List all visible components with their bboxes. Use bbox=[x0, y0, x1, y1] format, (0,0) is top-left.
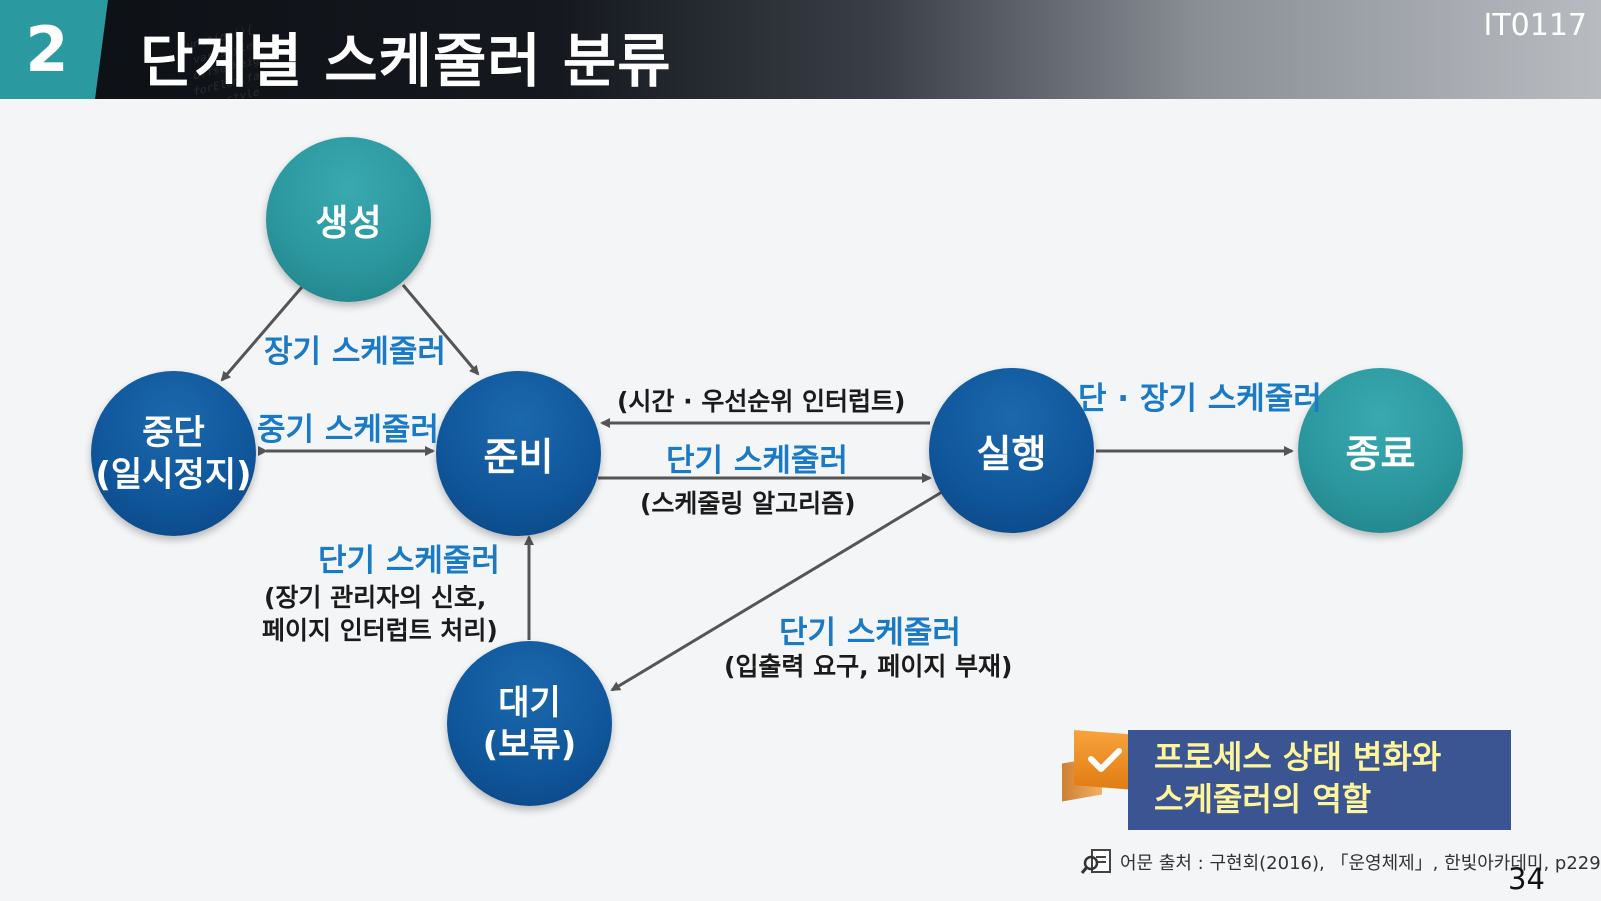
node-create-label: 생성 bbox=[315, 202, 382, 244]
callout-box: 프로세스 상태 변화와 스케줄러의 역할 bbox=[1128, 730, 1511, 830]
header-banner: function(){ var style offsetHeigh forEle… bbox=[0, 0, 1601, 99]
slide-code: IT0117 bbox=[1483, 8, 1587, 43]
label-algorithm: (스케줄링 알고리즘) bbox=[640, 489, 856, 518]
label-mid-term-scheduler: 중기 스케줄러 bbox=[257, 412, 439, 448]
label-short-term-wakeup: 단기 스케줄러 bbox=[318, 543, 500, 579]
node-suspend: 중단 (일시정지) bbox=[91, 371, 256, 536]
node-suspend-label-2: (일시정지) bbox=[95, 454, 252, 495]
label-block-reason: (입출력 요구, 페이지 부재) bbox=[724, 652, 1013, 681]
node-wait-label-2: (보류) bbox=[482, 724, 577, 765]
label-interrupt: (시간 · 우선순위 인터럽트) bbox=[617, 387, 906, 416]
checkmark-icon bbox=[1074, 730, 1136, 790]
node-running-label: 실행 bbox=[976, 432, 1047, 476]
label-short-term-dispatch: 단기 스케줄러 bbox=[666, 443, 848, 479]
node-terminate: 종료 bbox=[1298, 368, 1463, 533]
node-create: 생성 bbox=[266, 137, 431, 302]
magnifier-document-icon bbox=[1080, 849, 1111, 874]
label-wakeup-reason-1: (장기 관리자의 신호, bbox=[264, 583, 487, 612]
callout-line-1: 프로세스 상태 변화와 bbox=[1154, 738, 1442, 776]
label-short-long-scheduler: 단 · 장기 스케줄러 bbox=[1078, 381, 1322, 417]
node-wait-label-1: 대기 bbox=[498, 682, 561, 723]
page-number: 34 bbox=[1508, 862, 1545, 896]
node-wait: 대기 (보류) bbox=[447, 641, 612, 806]
node-ready: 준비 bbox=[436, 371, 601, 536]
arrow-create-to-suspend bbox=[220, 286, 304, 382]
page-title: 단계별 스케줄러 분류 bbox=[140, 27, 672, 95]
label-short-term-block: 단기 스케줄러 bbox=[779, 615, 961, 651]
node-ready-label: 준비 bbox=[483, 435, 554, 479]
label-long-term-scheduler: 장기 스케줄러 bbox=[264, 334, 446, 370]
label-wakeup-reason-2: 페이지 인터럽트 처리) bbox=[262, 616, 498, 645]
source-text: 어문 출처 : 구현회(2016), 「운영체제」, 한빛아카데미, p229. bbox=[1120, 853, 1601, 874]
callout-line-2: 스케줄러의 역할 bbox=[1154, 780, 1372, 818]
node-running: 실행 bbox=[929, 368, 1094, 533]
source-citation: 어문 출처 : 구현회(2016), 「운영체제」, 한빛아카데미, p229. bbox=[1080, 848, 1601, 876]
section-number: 2 bbox=[0, 0, 108, 99]
node-suspend-label-1: 중단 bbox=[142, 412, 205, 453]
node-terminate-label: 종료 bbox=[1345, 432, 1416, 476]
arrow-running-to-wait bbox=[610, 490, 943, 692]
arrow-create-to-ready bbox=[401, 284, 480, 376]
